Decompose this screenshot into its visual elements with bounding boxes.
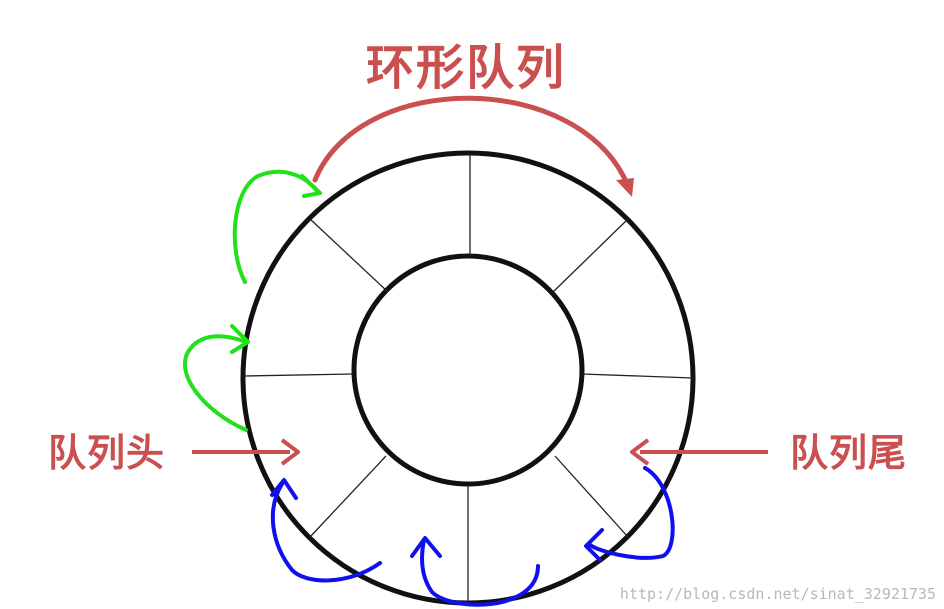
queue-head-label: 队列头	[48, 431, 166, 475]
green-arrow	[232, 169, 320, 284]
segment-dividers	[243, 154, 694, 603]
tail-pointer-arrow-head	[630, 438, 650, 466]
inner-ring	[351, 253, 585, 487]
green-hand-arrows	[182, 169, 322, 432]
divider	[309, 218, 389, 293]
blue-hand-arrows	[270, 466, 675, 607]
blue-arrow-head	[410, 536, 442, 558]
divider	[554, 455, 629, 538]
divider	[581, 373, 694, 379]
green-arrow	[182, 334, 248, 432]
blue-arrow-head	[270, 478, 298, 500]
green-arrow-head	[300, 174, 322, 198]
divider	[552, 218, 629, 293]
diagram-title: 环形队列	[366, 40, 567, 96]
divider	[309, 455, 387, 538]
rotation-arrow	[312, 95, 631, 189]
blue-arrow-head	[584, 528, 604, 562]
blue-arrow	[420, 538, 540, 607]
rotation-arrow-head	[616, 178, 634, 197]
head-pointer-arrow-head	[280, 438, 300, 466]
blue-arrow	[588, 466, 675, 560]
queue-tail-label: 队列尾	[790, 431, 908, 475]
blue-arrow	[270, 482, 382, 583]
green-arrow-head	[230, 324, 250, 354]
watermark: http://blog.csdn.net/sinat_32921735	[619, 585, 936, 603]
divider	[243, 373, 354, 377]
